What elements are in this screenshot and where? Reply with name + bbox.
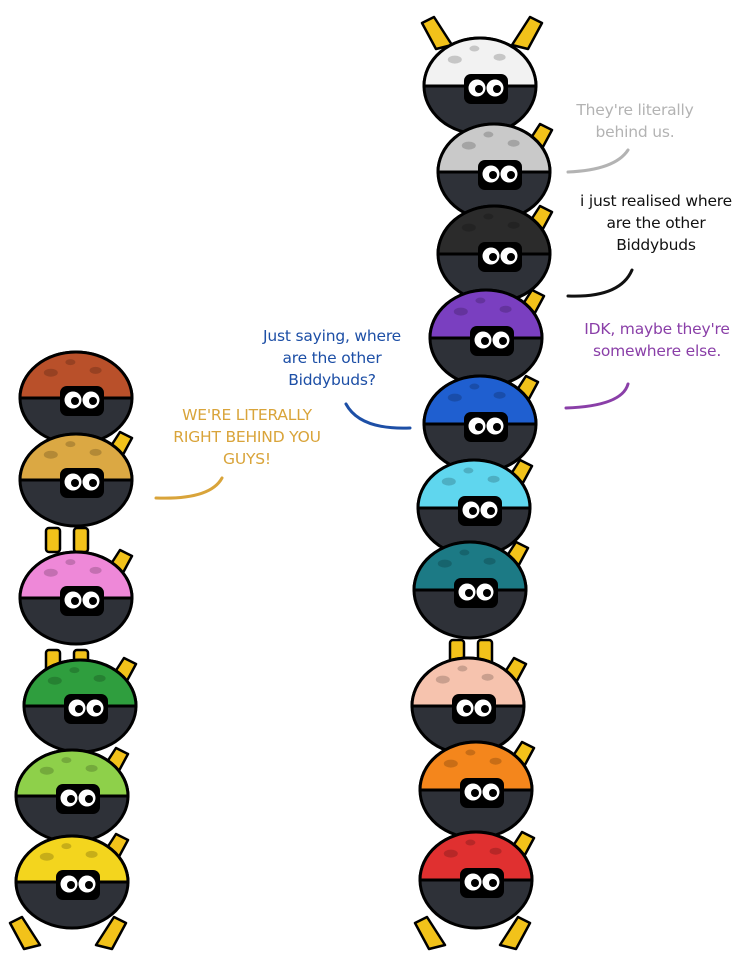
eyes-icon	[464, 412, 508, 442]
antenna-icon	[510, 15, 544, 51]
speech-tail-purple	[564, 382, 630, 410]
biddybud-teal	[412, 540, 528, 640]
speech-line: WE'RE LITERALLY	[182, 406, 312, 424]
speech-line: i just realised where	[580, 192, 732, 210]
speech-tail-gold	[154, 476, 224, 500]
speech-tail-blue	[344, 402, 412, 430]
biddybud-blue	[422, 374, 538, 474]
biddybud-white	[422, 36, 538, 136]
speech-line: Biddybuds	[616, 236, 696, 254]
biddybuds-layer	[14, 36, 552, 930]
foot-icon	[44, 526, 62, 554]
speech-line: somewhere else.	[592, 342, 722, 360]
eyes-icon	[460, 778, 504, 808]
biddybud-orange	[418, 740, 534, 840]
biddybud-brown	[18, 350, 134, 446]
eyes-icon	[452, 694, 496, 724]
speech-black-bud: i just realised where are the other Bidd…	[562, 190, 750, 256]
speech-line: They're literally	[576, 101, 694, 119]
eyes-icon	[454, 578, 498, 608]
antenna-icon	[498, 915, 532, 951]
eyes-icon	[64, 694, 108, 724]
eyes-icon	[60, 386, 104, 416]
eyes-icon	[458, 496, 502, 526]
speech-tail-grey	[566, 148, 630, 174]
eyes-icon	[470, 326, 514, 356]
eyes-icon	[460, 868, 504, 898]
eyes-icon	[56, 870, 100, 900]
speech-line: are the other	[282, 349, 382, 367]
speech-tails	[154, 148, 634, 500]
eyes-icon	[56, 784, 100, 814]
eyes-icon	[60, 586, 104, 616]
speech-grey-bud: They're literally behind us.	[560, 99, 710, 143]
speech-line: GUYS!	[223, 450, 271, 468]
antenna-icon	[413, 915, 447, 951]
speech-purple-bud: IDK, maybe they're somewhere else.	[562, 318, 752, 362]
speech-tail-black	[566, 268, 634, 298]
antenna-icon	[420, 15, 454, 51]
biddybud-purple	[428, 288, 544, 388]
speech-line: RIGHT BEHIND YOU	[173, 428, 321, 446]
speech-line: Biddybuds?	[288, 371, 376, 389]
antenna-icon	[8, 915, 42, 951]
speech-line: IDK, maybe they're	[584, 320, 730, 338]
biddybud-gold	[18, 432, 134, 528]
speech-line: behind us.	[595, 123, 675, 141]
speech-blue-bud: Just saying, where are the other Biddybu…	[246, 325, 418, 391]
speech-line: Just saying, where	[262, 327, 402, 345]
eyes-icon	[478, 242, 522, 272]
eyes-icon	[478, 160, 522, 190]
eyes-icon	[60, 468, 104, 498]
eyes-icon	[464, 74, 508, 104]
biddybud-pink	[18, 550, 134, 646]
biddybud-cyan	[416, 458, 532, 558]
biddybud-lime	[14, 748, 130, 844]
biddybud-green	[22, 658, 138, 754]
foot-icon	[72, 526, 90, 554]
biddybud-black	[436, 204, 552, 304]
antenna-icon	[94, 915, 128, 951]
biddybud-red	[418, 830, 534, 930]
biddybud-peach	[410, 656, 526, 756]
speech-gold-bud: WE'RE LITERALLY RIGHT BEHIND YOU GUYS!	[148, 404, 346, 470]
speech-line: are the other	[606, 214, 706, 232]
biddybud-yellow	[14, 834, 130, 930]
